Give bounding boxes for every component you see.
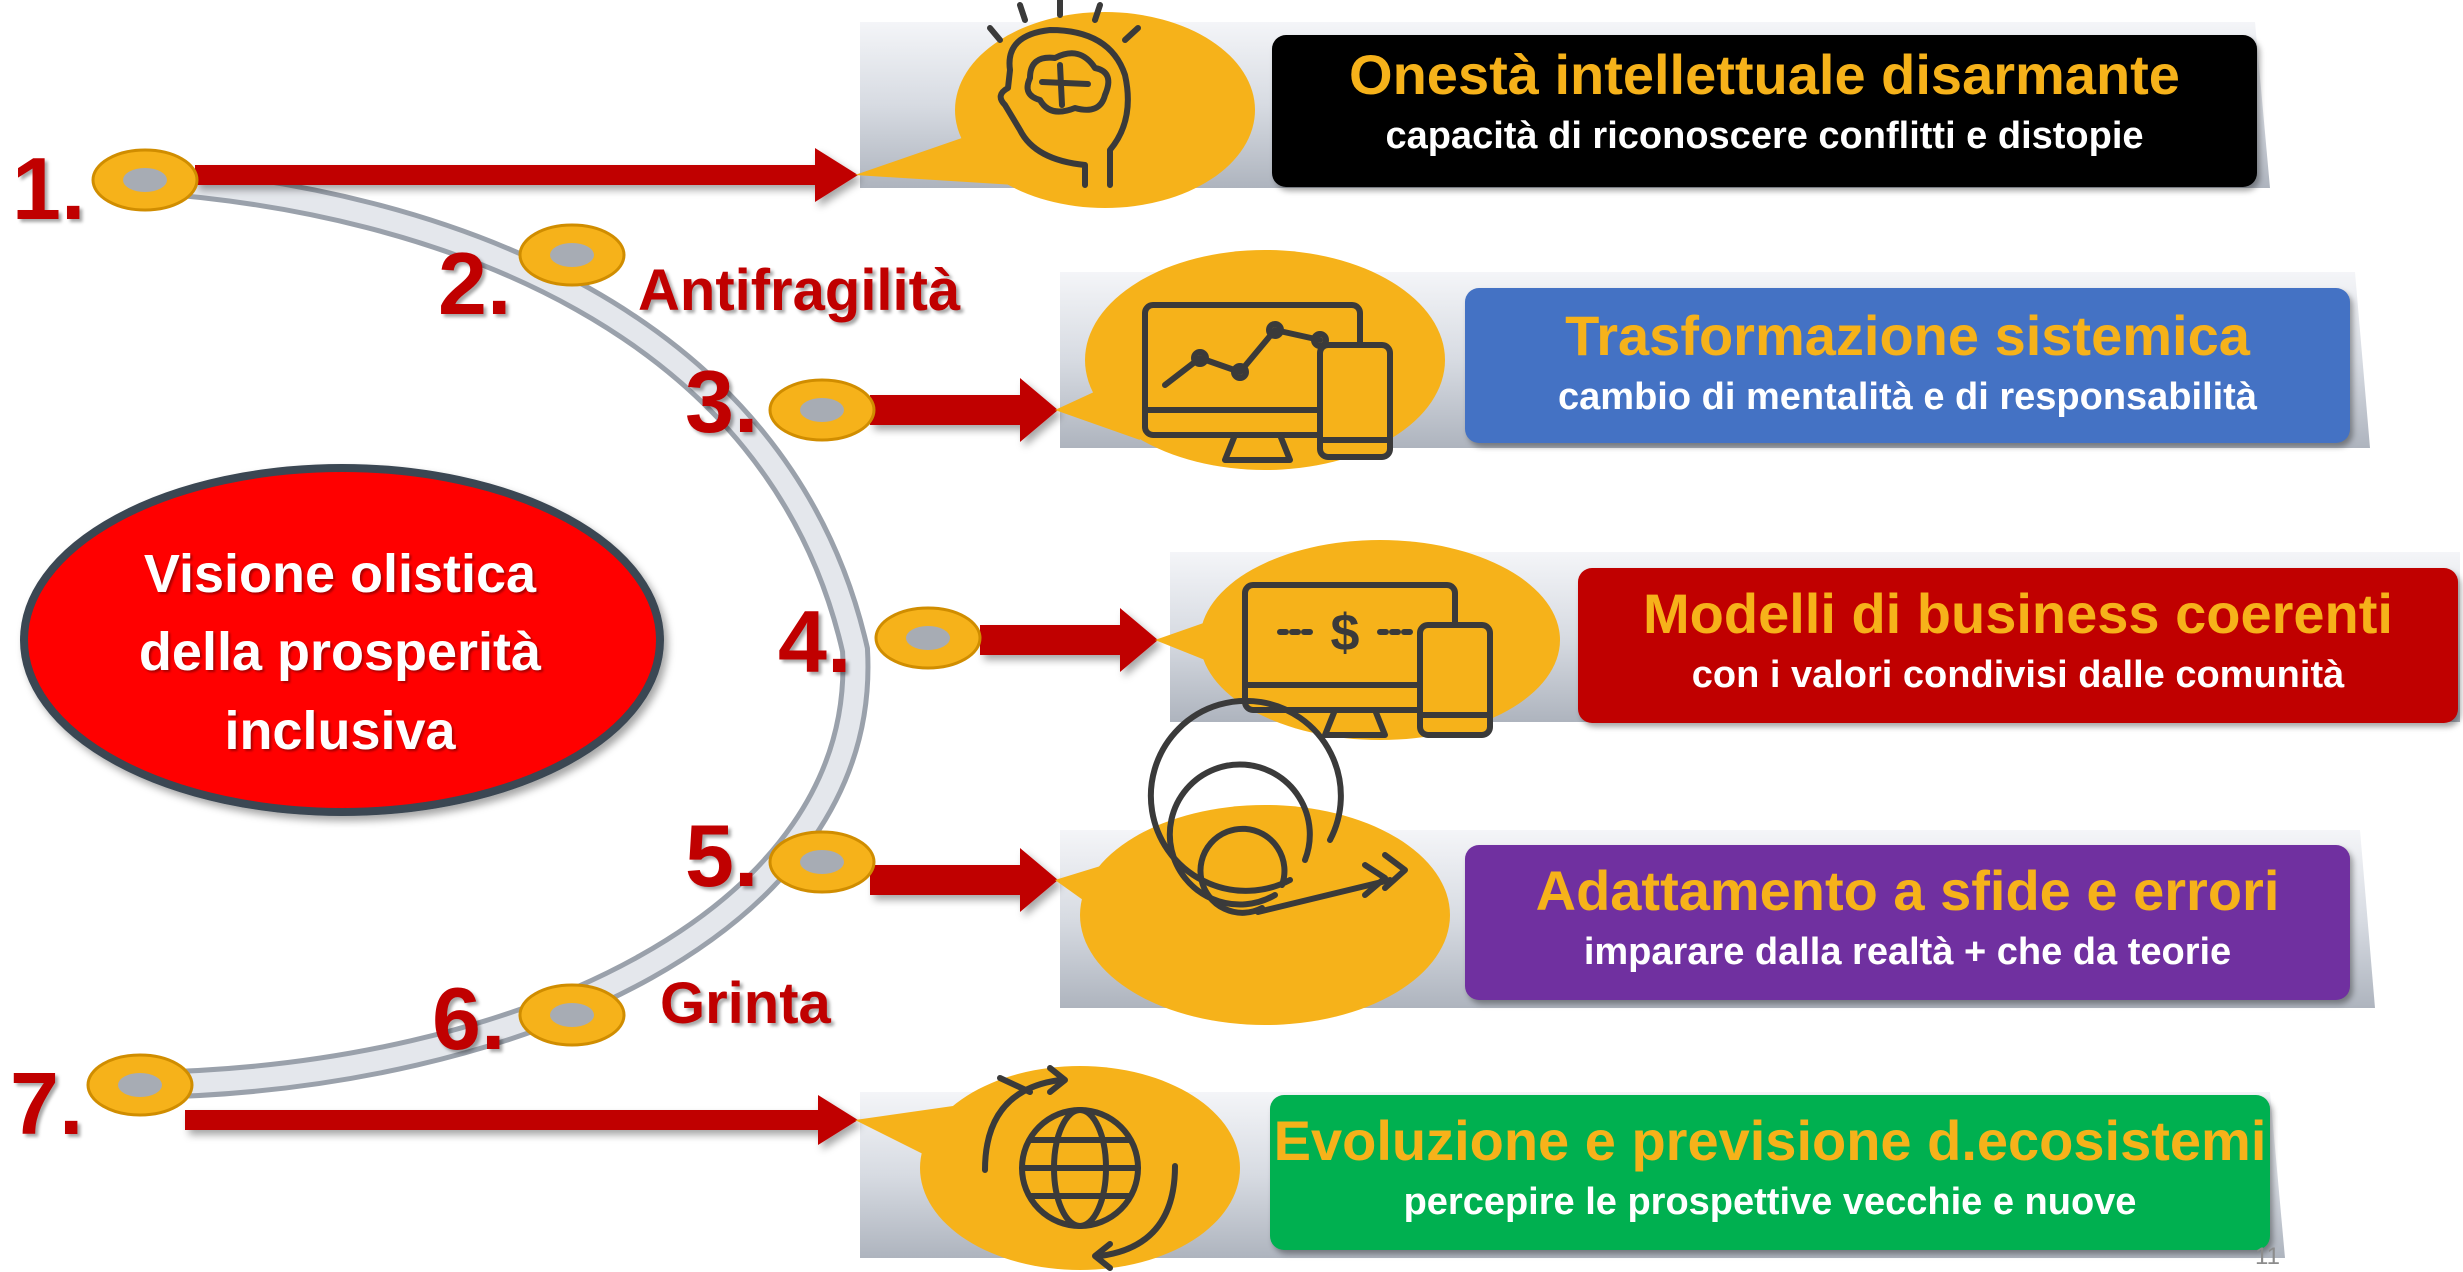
item-subtitle-2: cambio di mentalità e di responsabilità [1558, 376, 2257, 418]
arrow-1 [195, 148, 858, 202]
item-title-1: Onestà intellettuale disarmante [1349, 43, 2180, 106]
item-subtitle-5: percepire le prospettive vecchie e nuove [1403, 1181, 2137, 1223]
center-line-3: inclusiva [224, 700, 456, 761]
arrow-4 [980, 608, 1158, 672]
bubble-1 [855, 12, 1255, 208]
svg-text:$: $ [1331, 604, 1360, 662]
target-arrow-icon [1147, 697, 1408, 916]
arrow-3 [870, 378, 1058, 442]
item-subtitle-3: con i valori condivisi dalle comunità [1691, 654, 2345, 696]
item-box-3: Modelli di business coerenti con i valor… [1578, 568, 2458, 723]
brain-head-icon [987, 0, 1141, 188]
node-ring-4 [874, 606, 982, 670]
center-ellipse-text: Visione olistica della prosperità inclus… [40, 535, 640, 770]
node-ring-3 [768, 378, 876, 442]
node-ring-5 [768, 830, 876, 894]
center-line-2: della prosperità [138, 622, 542, 683]
arrow-7 [185, 1095, 858, 1145]
item-subtitle-1: capacità di riconoscere conflitti e dist… [1385, 115, 2144, 157]
item-box-5: Evoluzione e previsione d.ecosistemi per… [1270, 1095, 2270, 1250]
arrow-5 [870, 848, 1058, 912]
node-ring-6 [518, 983, 626, 1047]
item-box-4: Adattamento a sfide e errori imparare da… [1465, 845, 2350, 1000]
node-rings [86, 148, 982, 1117]
center-ellipse [20, 464, 664, 816]
node-number-3: 3. [685, 352, 759, 451]
node-number-7: 7. [10, 1054, 84, 1153]
item-title-5: Evoluzione e previsione d.ecosistemi [1273, 1109, 2267, 1172]
node-number-4: 4. [778, 592, 852, 691]
center-line-1: Visione olistica [143, 544, 537, 604]
monitor-dollar-icon: $ [1242, 582, 1493, 738]
item-title-4: Adattamento a sfide e errori [1535, 859, 2280, 922]
item-subtitle-4: imparare dalla realtà + che da teorie [1583, 931, 2232, 973]
node-ring-2 [518, 223, 626, 287]
item-title-2: Trasformazione sistemica [1565, 304, 2250, 367]
item-box-1: Onestà intellettuale disarmante capacità… [1272, 35, 2257, 187]
node-number-5: 5. [685, 806, 759, 905]
node-ring-1 [91, 148, 199, 212]
page-number: 11 [2255, 1243, 2280, 1270]
item-title-3: Modelli di business coerenti [1643, 582, 2393, 645]
curved-track [125, 165, 871, 1100]
arrows [185, 148, 1158, 1145]
monitor-chart-icon [1142, 302, 1393, 463]
globe-cycle-icon [982, 1065, 1178, 1271]
node-number-1: 1. [12, 139, 86, 238]
node-label-antifragilita: Antifragilità [638, 258, 961, 323]
node-number-2: 2. [438, 234, 512, 333]
node-ring-7 [86, 1053, 194, 1117]
item-box-2: Trasformazione sistemica cambio di menta… [1465, 288, 2350, 443]
node-label-grinta: Grinta [660, 971, 831, 1036]
node-number-6: 6. [432, 969, 506, 1068]
